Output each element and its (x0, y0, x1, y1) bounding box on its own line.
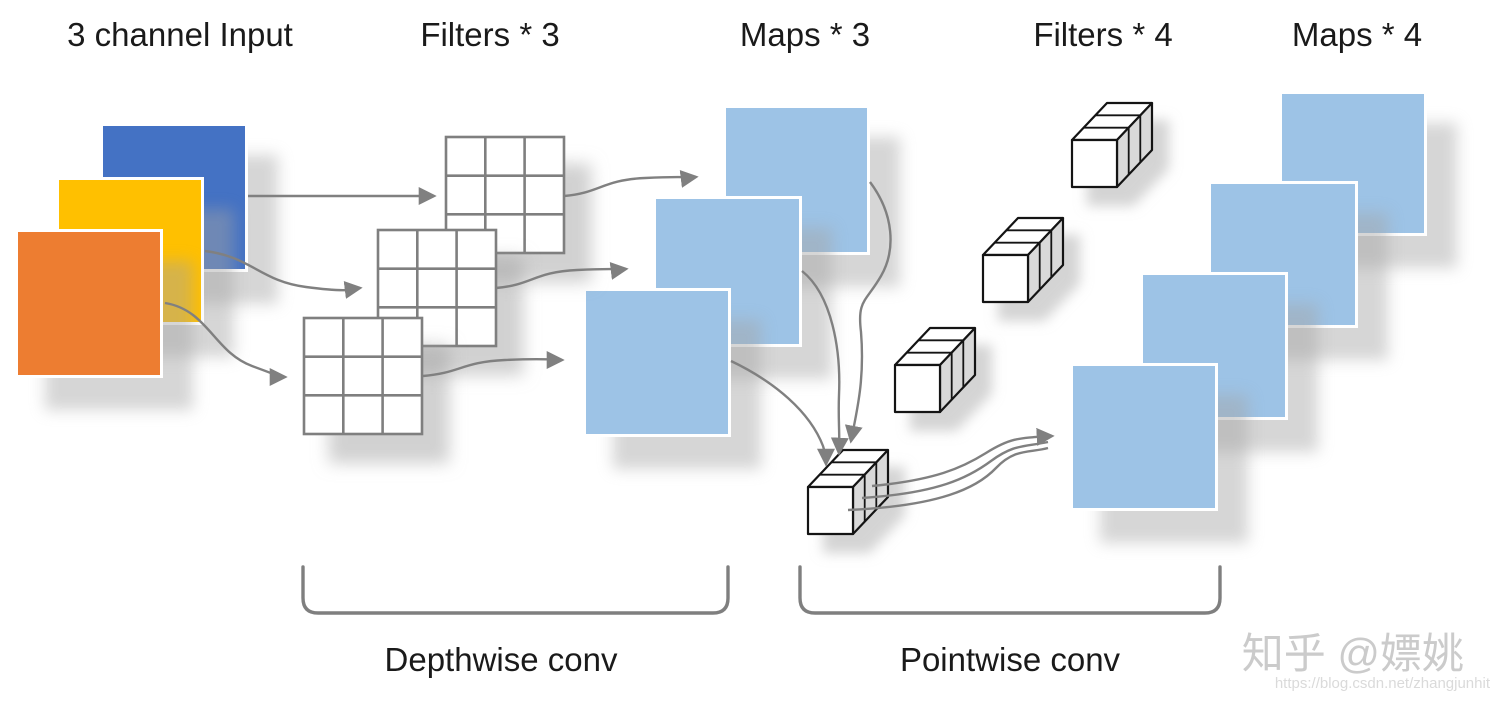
arrow-filter1-to-map1 (563, 169, 699, 198)
arrow-map3-to-cube (730, 359, 835, 467)
pointwise-filter-cube-1 (1070, 101, 1154, 189)
pointwise-filter-cube-2 (981, 216, 1065, 304)
arrow-map2-to-cube (801, 270, 849, 456)
header-input: 3 channel Input (67, 16, 293, 53)
depthwise-map-3 (583, 288, 731, 437)
arrow-cube-to-output-map-c (847, 446, 1049, 512)
pointwise-brace (798, 565, 1222, 615)
pointwise-filter-cube-4 (806, 448, 890, 536)
arrow-filter3-to-map3 (422, 350, 565, 378)
pointwise-filter-cube-3 (893, 326, 977, 414)
output-map-4 (1070, 363, 1218, 511)
depthwise-brace (301, 565, 730, 615)
pointwise-conv-label: Pointwise conv (899, 641, 1121, 678)
arrow-cube-to-output-map-a (871, 427, 1055, 488)
csdn-url-watermark: https://blog.csdn.net/zhangjunhit (1274, 675, 1490, 692)
depthwise-filter-grid-2 (376, 228, 498, 348)
arrow-filter2-to-map2 (495, 261, 629, 290)
zhihu-watermark: 知乎 @嫖姚 (1241, 630, 1464, 677)
arrow-cube-to-output-map-b (861, 440, 1049, 500)
depthwise-filter-grid-1 (444, 135, 566, 255)
depthwise-filter-grid-3 (302, 316, 424, 436)
depthwise-conv-label: Depthwise conv (384, 641, 618, 678)
header-maps3: Maps * 3 (739, 16, 871, 53)
header-maps4: Maps * 4 (1291, 16, 1423, 53)
header-filters4: Filters * 4 (1033, 16, 1173, 53)
header-filters3: Filters * 3 (420, 16, 560, 53)
input-channel-orange (15, 229, 163, 378)
